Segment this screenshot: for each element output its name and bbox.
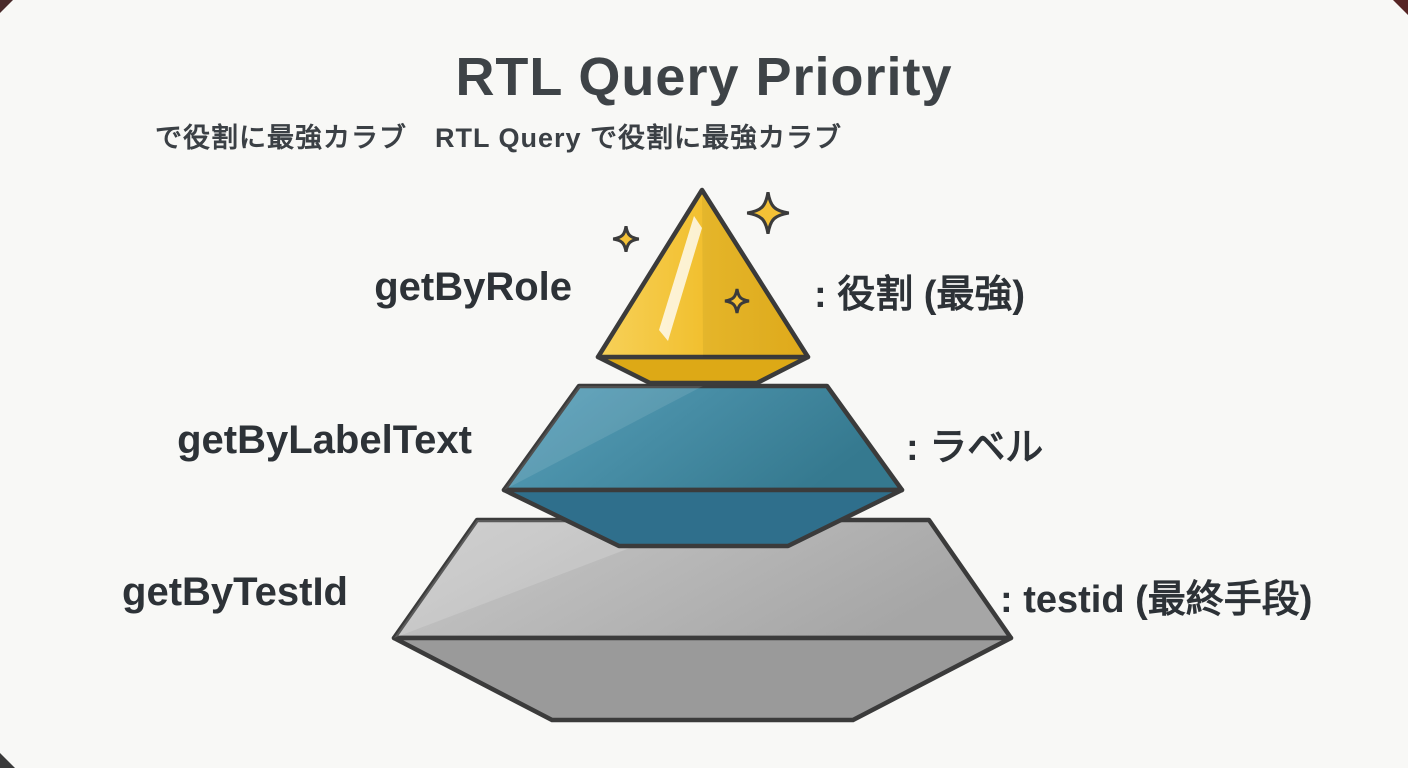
diagram-title: RTL Query Priority	[455, 47, 953, 107]
sparkle-icon	[746, 191, 790, 235]
corner-artifact	[0, 0, 13, 13]
tier-gold-shade	[702, 192, 808, 357]
tier-gray-highlight	[394, 520, 703, 638]
tier-teal-front-face	[501, 487, 905, 549]
diagram-subtitle: で役割に最強カラブ RTL Query で役割に最強カラブ	[155, 123, 843, 153]
sparkle-icon	[612, 225, 640, 253]
corner-artifact	[0, 753, 15, 768]
tier-gold-gloss	[659, 216, 702, 341]
tier-gray-front-face	[391, 635, 1014, 723]
label-getbyrole: getByRole	[374, 265, 572, 309]
corner-artifact	[1393, 0, 1408, 15]
sparkle-icon	[724, 288, 750, 314]
label-getbytestid: getByTestId	[122, 570, 348, 614]
tier-gold-pyramid	[595, 187, 811, 360]
tier-teal-highlight	[504, 386, 703, 490]
annotation-getbylabeltext: : ラベル	[906, 427, 1044, 469]
label-getbylabeltext: getByLabelText	[177, 418, 472, 462]
annotation-getbyrole: : 役割 (最強)	[814, 274, 1026, 316]
annotation-getbytestid: : testid (最終手段)	[1000, 579, 1313, 621]
tier-gold-bottom-face	[595, 354, 811, 386]
